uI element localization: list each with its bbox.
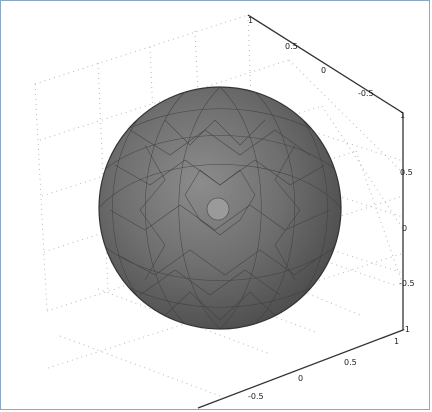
- sphere: [98, 86, 342, 330]
- right-axis-tick: 1: [400, 111, 405, 120]
- top-axis-tick: 0: [321, 66, 326, 75]
- top-axis-tick: -0.5: [358, 89, 374, 98]
- right-axis-tick: 0: [402, 224, 407, 233]
- bottom-axis-tick: 0: [298, 374, 303, 383]
- top-axis-tick: 1: [248, 16, 253, 25]
- right-axis-tick: -1: [402, 325, 410, 334]
- bottom-axis-tick: -0.5: [248, 392, 264, 401]
- right-axis-ticks: 1 0.5 0 -0.5 -1: [399, 111, 415, 334]
- bottom-axis-tick: 1: [394, 337, 399, 346]
- axis-frame: [197, 14, 404, 409]
- bottom-axis-ticks: 1 0.5 0 -0.5: [248, 337, 399, 401]
- top-axis-tick: 0.5: [285, 42, 298, 51]
- top-axis-ticks: 1 0.5 0 -0.5: [248, 16, 374, 98]
- center-mark: [206, 197, 230, 221]
- bottom-axis-tick: 0.5: [344, 358, 357, 367]
- right-axis-tick: -0.5: [399, 279, 415, 288]
- right-axis-tick: 0.5: [400, 168, 413, 177]
